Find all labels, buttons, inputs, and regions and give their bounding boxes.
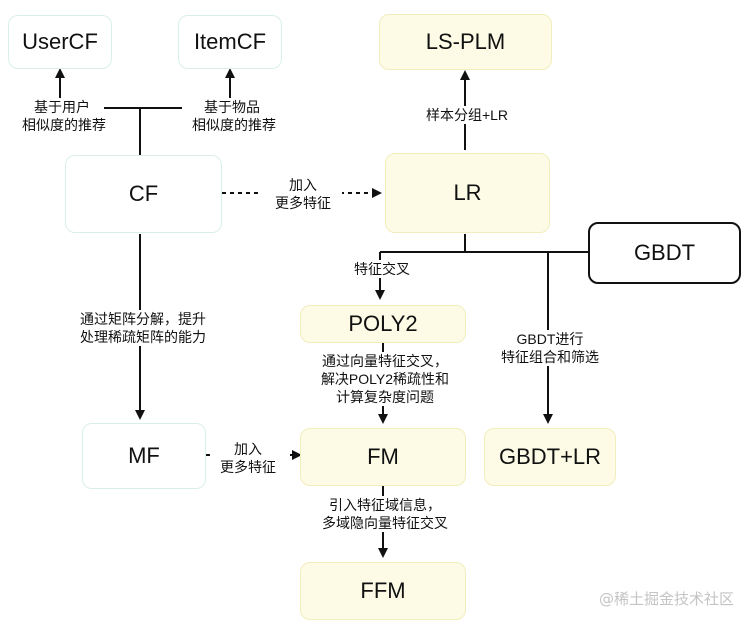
edge-label-cf-itemcf: 基于物品 相似度的推荐 [190, 98, 276, 134]
edge-label-line: 多域隐向量特征交叉 [322, 515, 448, 531]
edge-label-cf-usercf: 基于用户 相似度的推荐 [20, 98, 106, 134]
edge-label-line: GBDT进行 [516, 331, 584, 347]
edge-label-line: 相似度的推荐 [22, 117, 106, 133]
node-ffm-label: FFM [360, 578, 406, 603]
edge-label-poly2-fm: 通过向量特征交叉， 解决POLY2稀疏性和 计算复杂度问题 [308, 352, 462, 406]
node-lr: LR [385, 153, 550, 233]
node-mf-label: MF [128, 443, 160, 468]
edge-label-line: 引入特征域信息， [329, 497, 441, 513]
edge-label-line: 加入 [289, 177, 317, 193]
node-usercf-label: UserCF [22, 29, 98, 54]
edge-label-line: 更多特征 [220, 459, 276, 475]
node-fm-label: FM [367, 444, 399, 469]
edge-label-cf-lr: 加入 更多特征 [264, 176, 342, 212]
edge-label-gbdt-gbdtlr: GBDT进行 特征组合和筛选 [496, 330, 604, 366]
edge-label-line: 基于物品 [204, 99, 260, 115]
node-gbdt-label: GBDT [633, 240, 696, 265]
edge-label-fm-ffm: 引入特征域信息， 多域隐向量特征交叉 [308, 496, 462, 532]
edge-label-line: 更多特征 [275, 195, 331, 211]
node-gbdt: GBDT [588, 222, 741, 284]
edge-label-lr-lsplm: 样本分组+LR [417, 106, 517, 124]
edge-label-line: 特征交叉 [354, 261, 410, 277]
edge-label-line: 相似度的推荐 [192, 117, 276, 133]
edge-label-line: 解决POLY2稀疏性和 [320, 371, 450, 387]
node-ffm: FFM [300, 562, 466, 620]
node-cf-label: CF [128, 181, 159, 206]
node-gbdt-lr: GBDT+LR [484, 428, 616, 486]
node-itemcf-label: ItemCF [193, 29, 267, 54]
node-poly2-label: POLY2 [348, 311, 418, 336]
node-mf: MF [82, 423, 206, 489]
node-lsplm: LS-PLM [379, 14, 552, 70]
edge-label-cf-mf: 通过矩阵分解，提升 处理稀疏矩阵的能力 [68, 310, 218, 346]
edge-label-line: 特征组合和筛选 [501, 349, 599, 365]
node-poly2: POLY2 [300, 305, 466, 343]
node-lsplm-label: LS-PLM [425, 29, 506, 54]
edge-label-line: 基于用户 [34, 99, 90, 115]
edge-label-lr-poly2: 特征交叉 [346, 260, 418, 278]
node-usercf: UserCF [8, 15, 112, 69]
edge-label-mf-fm: 加入 更多特征 [210, 440, 286, 476]
node-fm: FM [300, 428, 466, 486]
watermark: @稀土掘金技术社区 [598, 590, 734, 608]
edge-label-line: 样本分组+LR [425, 107, 509, 123]
edge-label-line: 通过向量特征交叉， [322, 353, 448, 369]
edge-label-line: 通过矩阵分解，提升 [80, 311, 206, 327]
edge-label-line: 处理稀疏矩阵的能力 [80, 329, 206, 345]
edge-label-line: 计算复杂度问题 [336, 389, 434, 405]
edge-label-line: 加入 [234, 441, 262, 457]
node-gbdt-lr-label: GBDT+LR [498, 444, 602, 469]
node-cf: CF [65, 155, 222, 233]
node-lr-label: LR [453, 180, 482, 205]
node-itemcf: ItemCF [178, 15, 282, 69]
